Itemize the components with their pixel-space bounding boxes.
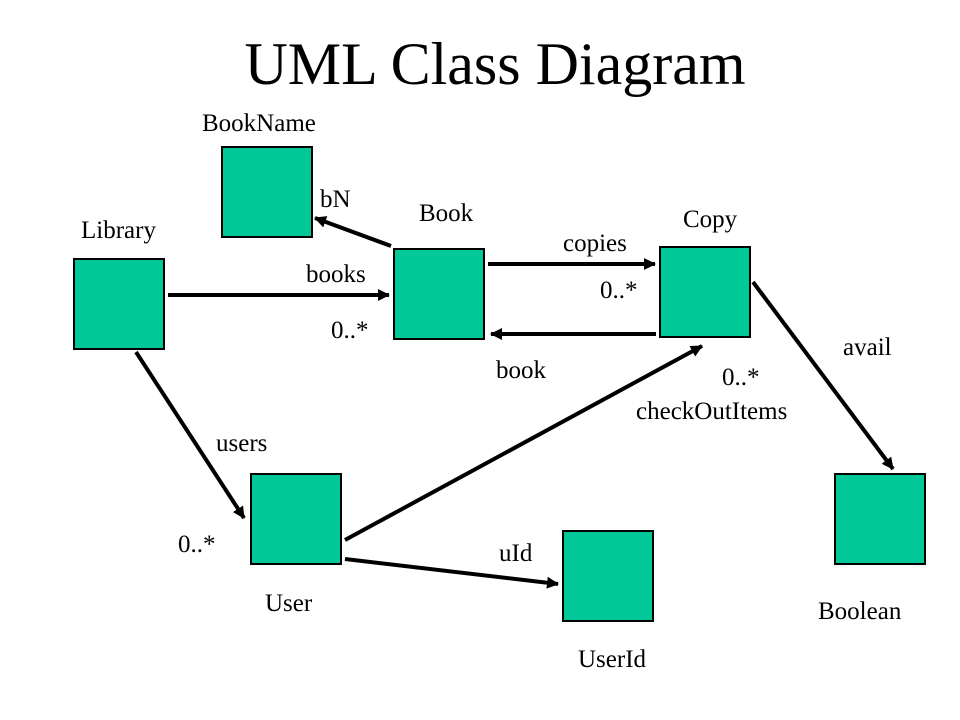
class-box-user <box>250 473 342 565</box>
role-label-bn: bN <box>320 186 351 213</box>
role-label-avail: avail <box>843 334 892 361</box>
role-label-users: users <box>216 430 268 457</box>
class-box-book <box>393 248 485 340</box>
association-arrow-uid <box>344 557 559 589</box>
class-label-userid: UserId <box>578 646 647 673</box>
class-box-boolean <box>834 473 926 565</box>
multiplicity-label-copies: 0..* <box>600 277 638 304</box>
role-label-book: book <box>496 357 546 384</box>
association-arrow-bn <box>314 216 392 248</box>
class-label-bookname: BookName <box>202 110 316 137</box>
class-label-boolean: Boolean <box>818 598 902 625</box>
multiplicity-label-checkoutitems: 0..* <box>722 364 760 391</box>
class-label-book: Book <box>419 200 474 227</box>
association-arrow-users <box>134 350 246 520</box>
association-arrow-checkoutitems <box>344 344 703 542</box>
class-box-userid <box>562 530 654 622</box>
multiplicity-label-books: 0..* <box>331 317 369 344</box>
class-box-bookname <box>221 146 313 238</box>
class-label-user: User <box>265 590 313 617</box>
page-title: UML Class Diagram <box>244 31 746 97</box>
class-box-copy <box>659 246 751 338</box>
role-label-uid: uId <box>499 540 533 567</box>
role-label-books: books <box>306 261 366 288</box>
class-label-copy: Copy <box>683 206 738 233</box>
role-label-copies: copies <box>563 230 627 257</box>
class-box-library <box>73 258 165 350</box>
association-arrow-avail <box>751 280 895 471</box>
class-label-library: Library <box>81 217 156 244</box>
role-label-checkoutitems: checkOutItems <box>636 398 788 425</box>
multiplicity-label-users: 0..* <box>178 531 216 558</box>
